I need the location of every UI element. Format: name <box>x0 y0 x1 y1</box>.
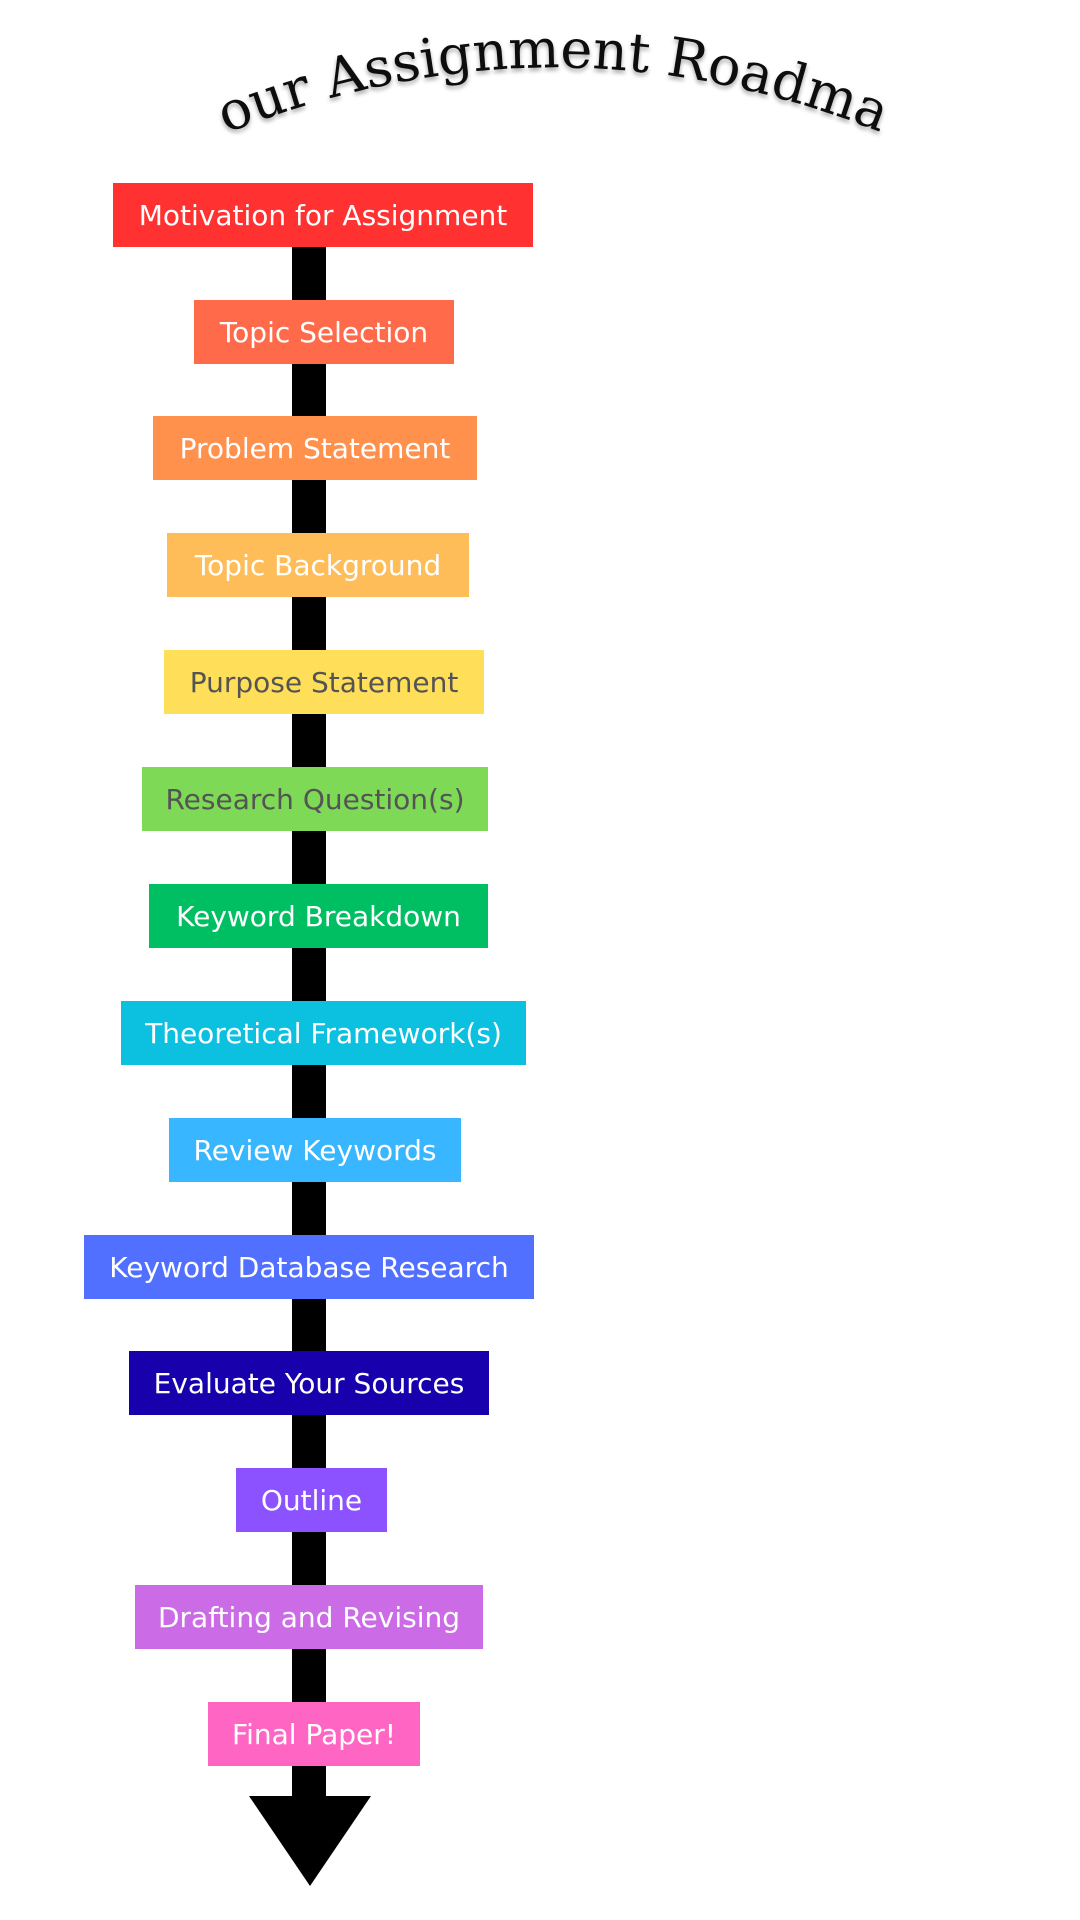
step-label: Outline <box>260 1483 363 1517</box>
step-keyword-breakdown: Keyword Breakdown <box>149 884 488 948</box>
step-keyword-database-research: Keyword Database Research <box>84 1235 534 1299</box>
step-label: Review Keywords <box>193 1133 437 1167</box>
step-evaluate-sources: Evaluate Your Sources <box>129 1351 489 1415</box>
step-research-questions: Research Question(s) <box>142 767 488 831</box>
step-label: Drafting and Revising <box>157 1600 460 1634</box>
step-label: Evaluate Your Sources <box>153 1366 465 1400</box>
step-topic-selection: Topic Selection <box>194 300 454 364</box>
step-purpose-statement: Purpose Statement <box>164 650 484 714</box>
svg-text:Your Assignment Roadmap: Your Assignment Roadmap <box>0 0 898 146</box>
title-text: Your Assignment Roadmap <box>0 0 898 146</box>
step-outline: Outline <box>236 1468 387 1532</box>
step-label: Purpose Statement <box>189 665 459 699</box>
step-label: Motivation for Assignment <box>138 198 508 232</box>
page-title: Your Assignment Roadmap <box>0 0 898 146</box>
step-label: Topic Background <box>194 548 442 582</box>
step-motivation: Motivation for Assignment <box>113 183 533 247</box>
step-topic-background: Topic Background <box>167 533 469 597</box>
step-theoretical-frameworks: Theoretical Framework(s) <box>121 1001 526 1065</box>
step-label: Topic Selection <box>219 315 429 349</box>
step-drafting-revising: Drafting and Revising <box>135 1585 483 1649</box>
step-problem-statement: Problem Statement <box>153 416 477 480</box>
step-label: Keyword Database Research <box>109 1250 509 1284</box>
step-label: Keyword Breakdown <box>176 899 461 933</box>
step-label: Problem Statement <box>179 431 451 465</box>
roadmap-arrow-head <box>249 1796 371 1886</box>
step-label: Final Paper! <box>232 1717 396 1751</box>
step-label: Theoretical Framework(s) <box>145 1016 502 1050</box>
step-label: Research Question(s) <box>165 782 465 816</box>
step-final-paper: Final Paper! <box>208 1702 420 1766</box>
step-review-keywords: Review Keywords <box>169 1118 461 1182</box>
